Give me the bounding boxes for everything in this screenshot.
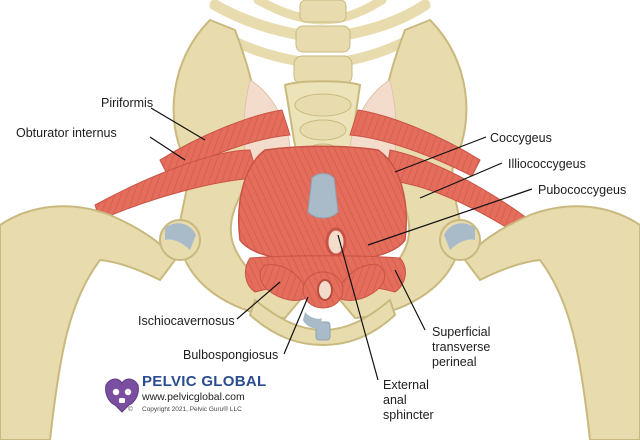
label-perineal-line: perineal bbox=[432, 355, 476, 369]
copyright-text: Copyright 2021, Pelvic Guru® LLC bbox=[142, 405, 242, 413]
pubic-arch bbox=[248, 298, 397, 347]
leader-coccygeus bbox=[394, 136, 487, 173]
leader-lines bbox=[149, 107, 533, 381]
leader-ischiocavernosus bbox=[236, 281, 281, 320]
labels: Piriformis Obturator internus Coccygeus … bbox=[16, 96, 626, 422]
label-sphincter-line: sphincter bbox=[383, 408, 434, 422]
ischiocavernosus-muscle-right bbox=[334, 264, 386, 301]
brand-name: PELVIC GLOBAL bbox=[142, 373, 266, 390]
leader-illiococcygeus bbox=[419, 162, 503, 199]
leader-superficial-transverse-perineal bbox=[394, 269, 426, 331]
label-ischiocavernosus: Ischiocavernosus bbox=[138, 314, 235, 328]
brand-url[interactable]: www.pelvicglobal.com bbox=[141, 391, 245, 403]
spine bbox=[293, 0, 353, 85]
copyright-symbol: © bbox=[128, 405, 133, 413]
pelvis-logo-icon bbox=[105, 378, 139, 413]
leader-pubococcygeus bbox=[367, 188, 533, 246]
label-coccygeus: Coccygeus bbox=[490, 131, 552, 145]
left-femur bbox=[0, 205, 201, 440]
label-pubococcygeus: Pubococcygeus bbox=[538, 183, 626, 197]
label-transverse-line: transverse bbox=[432, 340, 490, 354]
ischiocavernosus-muscle bbox=[259, 264, 311, 301]
label-superficial-line: Superficial bbox=[432, 325, 490, 339]
label-piriformis: Piriformis bbox=[101, 96, 153, 110]
label-external-anal-sphincter: External anal sphincter bbox=[383, 378, 434, 422]
label-obturator-internus: Obturator internus bbox=[16, 126, 117, 140]
leader-obturator-internus bbox=[149, 136, 186, 161]
label-external-line: External bbox=[383, 378, 429, 392]
leader-piriformis bbox=[150, 107, 206, 141]
right-femur bbox=[439, 205, 640, 440]
label-superficial-transverse-perineal: Superficial transverse perineal bbox=[432, 325, 494, 369]
anal-opening bbox=[325, 227, 347, 257]
ischial-cartilage bbox=[303, 312, 322, 329]
label-anal-line: anal bbox=[383, 393, 407, 407]
coccyx-tip bbox=[307, 173, 339, 219]
urogenital-opening bbox=[317, 279, 333, 301]
leader-external-anal-sphincter bbox=[337, 234, 379, 381]
label-bulbospongiosus: Bulbospongiosus bbox=[183, 348, 278, 362]
brand-logo: PELVIC GLOBAL www.pelvicglobal.com © Cop… bbox=[105, 373, 266, 413]
label-illiococcygeus: Illiococcygeus bbox=[508, 157, 586, 171]
leader-bulbospongiosus bbox=[283, 296, 309, 355]
